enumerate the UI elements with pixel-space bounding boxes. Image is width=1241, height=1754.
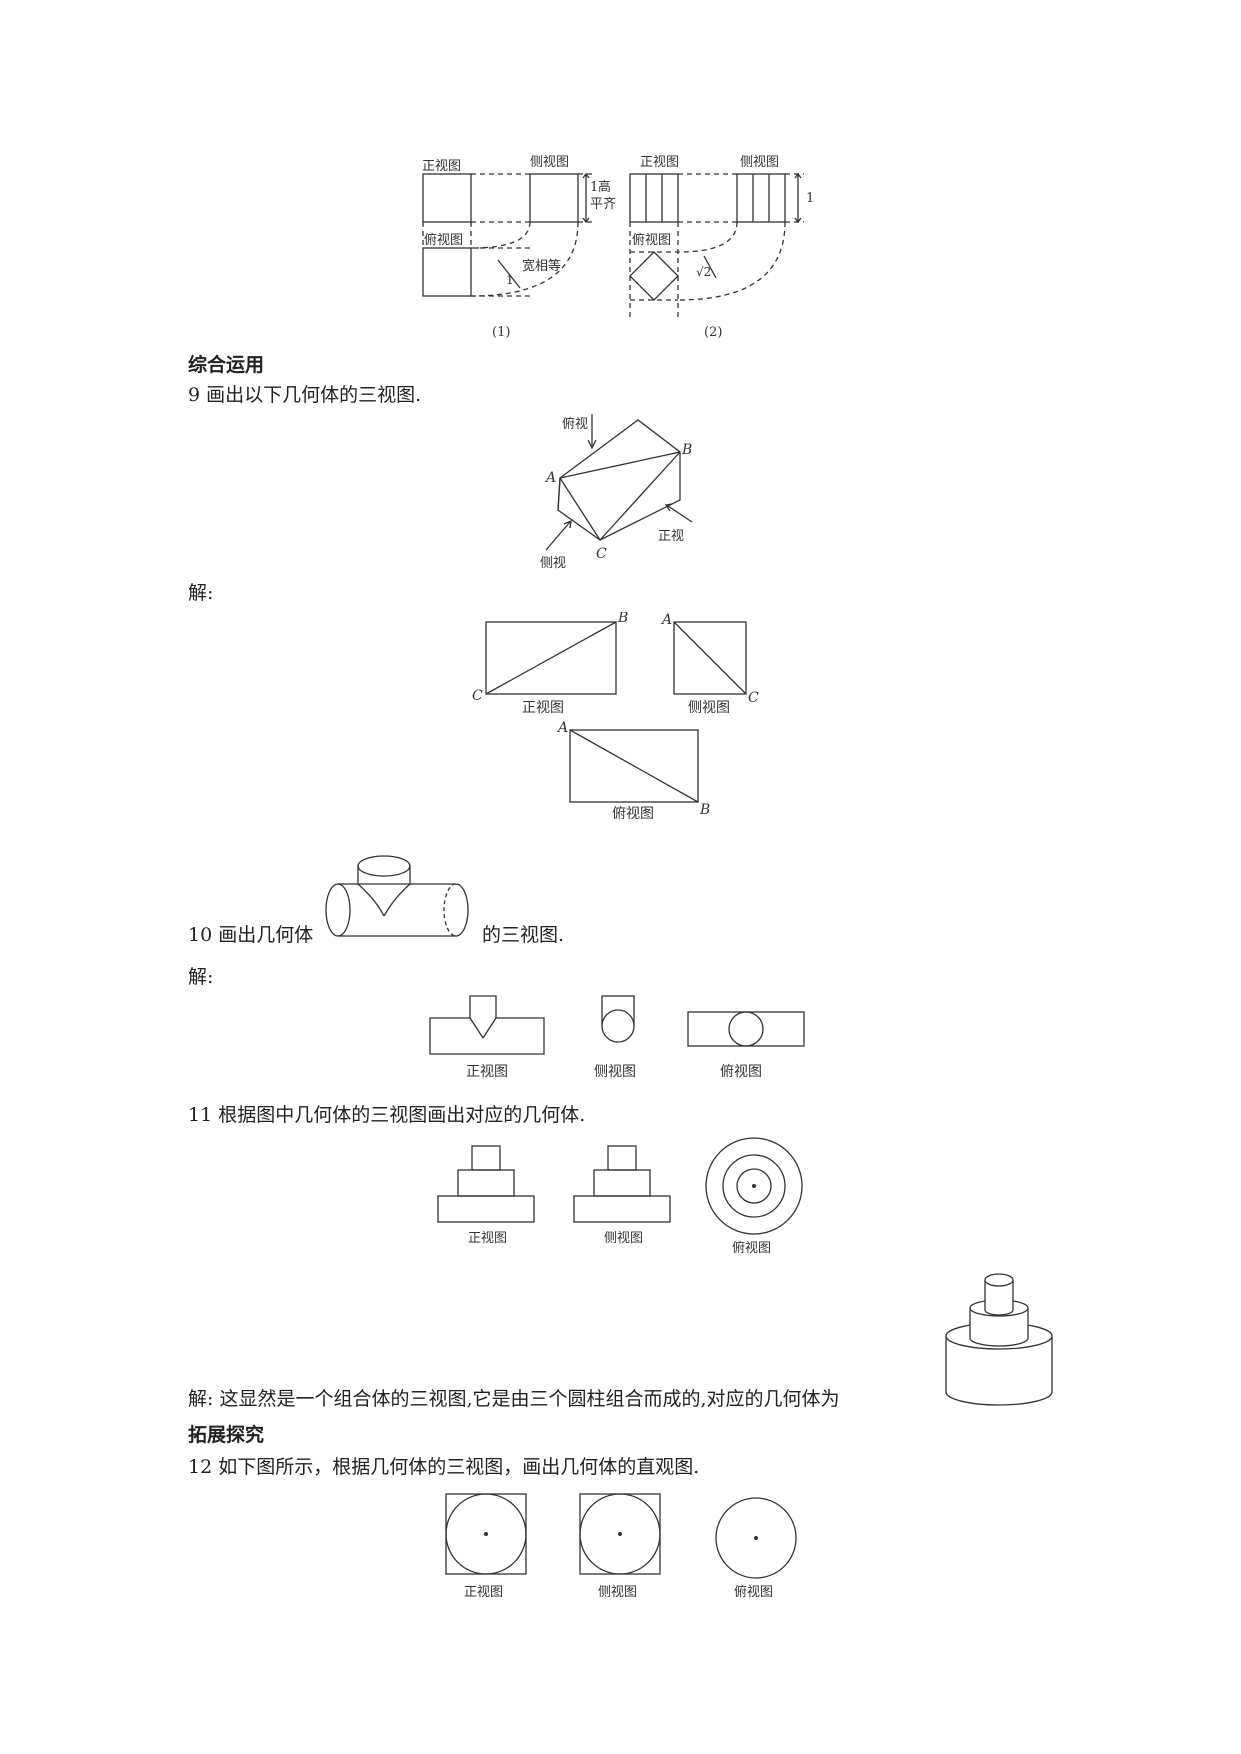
q9-point-b: B (681, 442, 692, 458)
q9-answer-top-b: B (699, 802, 710, 818)
q9-point-c: C (596, 546, 607, 562)
sub1-front-label: 正视图 (422, 159, 461, 174)
sub2-width-value: √2 (696, 265, 711, 279)
q12-front-caption: 正视图 (464, 1585, 503, 1600)
q9-front-view-arrow-label: 正视 (658, 529, 684, 544)
q9-answer-side-caption: 侧视图 (688, 700, 730, 716)
q11-front-caption: 正视图 (468, 1231, 507, 1246)
q9-point-a: A (544, 470, 556, 486)
q9-answer-side-a: A (660, 612, 672, 628)
three-view-rules-figure: 正视图 侧视图 俯视图 1 高 平齐 宽相等 1 (1) 正视图 (422, 155, 814, 340)
q10-top-view (687, 1011, 805, 1047)
question-12-text: 12 如下图所示，根据几何体的三视图，画出几何体的直观图. (188, 1456, 700, 1478)
question-9-text: 9 画出以下几何体的三视图. (188, 384, 422, 406)
q9-answer-side-square (673, 621, 747, 695)
q12-three-views: 正视图 侧视图 俯视图 (445, 1493, 797, 1600)
sub1-width-value: 1 (506, 273, 514, 287)
q10-pipe-tee-figure (325, 855, 469, 937)
q10-side-caption: 侧视图 (594, 1064, 636, 1080)
sub2-top-diamond (629, 251, 679, 301)
sub2-front-rect (629, 173, 679, 223)
q11-stacked-cylinders-figure (945, 1273, 1053, 1406)
sub1-top-square (422, 247, 472, 297)
q11-solution-text: 解: 这显然是一个组合体的三视图,它是由三个圆柱组合而成的,对应的几何体为 (188, 1388, 840, 1410)
q9-answer-front-c: C (472, 688, 483, 704)
sub2-height-value: 1 (806, 191, 814, 206)
sub1-height-note-2: 平齐 (590, 196, 616, 212)
q9-answer-top-rect (569, 729, 699, 803)
question-11-text: 11 根据图中几何体的三视图画出对应的几何体. (188, 1104, 586, 1126)
sub2-top-label: 俯视图 (632, 232, 671, 248)
q9-answer-top-caption: 俯视图 (612, 806, 654, 822)
q9-answer-front-caption: 正视图 (522, 700, 564, 716)
sub1-height-note-1: 高 (598, 179, 611, 195)
q9-solution-label: 解: (188, 582, 214, 604)
q10-front-view (429, 995, 545, 1055)
sub2-side-label: 侧视图 (740, 155, 779, 170)
sub2-caption: (2) (704, 325, 722, 340)
q10-solution-label: 解: (188, 966, 214, 988)
section-heading-comprehensive: 综合运用 (188, 354, 265, 376)
section-heading-extend: 拓展探究 (188, 1424, 265, 1446)
sub1-front-square (422, 173, 472, 223)
sub1-width-note: 宽相等 (522, 258, 561, 274)
q9-answer-top-a: A (556, 720, 568, 736)
q9-top-view-arrow-label: 俯视 (562, 416, 588, 432)
q10-front-caption: 正视图 (466, 1064, 508, 1080)
q11-side-caption: 侧视图 (604, 1231, 643, 1246)
q10-answer-three-views: 正视图 侧视图 俯视图 (429, 995, 805, 1080)
q12-side-caption: 侧视图 (598, 1585, 637, 1600)
sub2-front-label: 正视图 (640, 155, 679, 170)
q12-top-caption: 俯视图 (734, 1584, 773, 1600)
sub2-side-rect (736, 173, 786, 223)
q9-side-view-arrow-label: 侧视 (540, 556, 566, 570)
q9-answer-front-b: B (617, 612, 628, 626)
question-10-text-after: 的三视图. (482, 924, 565, 946)
q9-solid-figure: 俯视 侧视 正视 A B C (540, 414, 693, 570)
q11-top-caption: 俯视图 (732, 1240, 771, 1256)
sub1-caption: (1) (492, 325, 510, 340)
sub1-side-square (529, 173, 579, 223)
q9-answer-front-rect (485, 621, 617, 695)
q10-top-caption: 俯视图 (720, 1064, 762, 1080)
sub1-top-label: 俯视图 (424, 232, 463, 248)
q9-answer-side-c: C (748, 690, 759, 706)
q9-answer-three-views: B C 正视图 A C 侧视图 A B 俯视图 (472, 612, 759, 822)
sub1-height-value: 1 (590, 180, 598, 195)
sub1-side-label: 侧视图 (530, 155, 569, 170)
q11-three-views: 正视图 侧视图 俯视图 (437, 1137, 803, 1256)
question-10-text-before: 10 画出几何体 (188, 924, 314, 946)
